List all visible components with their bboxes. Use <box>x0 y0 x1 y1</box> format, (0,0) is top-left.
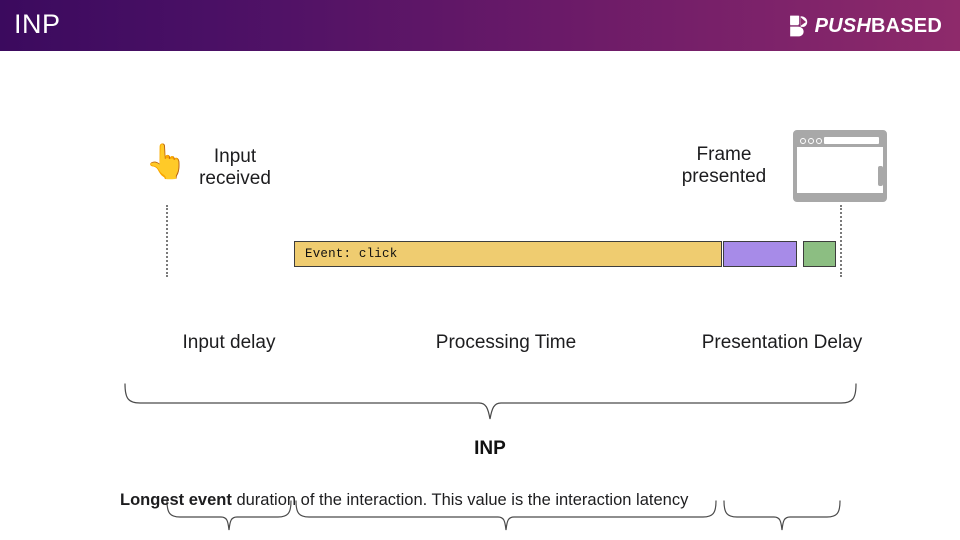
caption-bold: Longest event <box>120 491 232 509</box>
window-dot-close-icon <box>800 137 806 144</box>
frame-presented-label: Frame presented <box>681 144 767 188</box>
paint-bar <box>803 241 836 267</box>
brand-name: PUSHBASED <box>815 16 942 36</box>
diagram-canvas: 👆 Input received Frame presented Event: … <box>0 51 960 540</box>
browser-window-icon <box>793 130 887 202</box>
inp-total-label: INP <box>474 438 506 459</box>
render-bar <box>723 241 797 267</box>
phase-label-processing-time: Processing Time <box>435 332 577 353</box>
window-dot-maximize-icon <box>816 137 822 144</box>
brand-name-based: BASED <box>870 14 942 37</box>
caption-rest: duration of the interaction. This value … <box>231 491 689 509</box>
event-bar-label: Event: click <box>305 247 398 261</box>
page-title: INP <box>14 9 61 39</box>
phase-braces <box>166 500 841 531</box>
pushbased-logo-icon <box>789 15 808 37</box>
inp-total-brace <box>124 383 857 420</box>
caption-text: Longest event duration of the interactio… <box>120 490 920 511</box>
phase-label-input-delay: Input delay <box>182 332 276 353</box>
phase-label-presentation-delay: Presentation Delay <box>701 332 863 353</box>
frame-connector-dotted-line <box>840 205 842 277</box>
brand-logo: PUSHBASED <box>789 15 944 37</box>
brand-name-push: PUSH <box>814 14 871 37</box>
event-bar: Event: click <box>294 241 722 267</box>
input-connector-dotted-line <box>166 205 168 277</box>
browser-bottom-edge <box>797 193 883 198</box>
browser-scrollbar <box>878 166 883 186</box>
browser-url-bar <box>824 137 879 144</box>
window-dot-minimize-icon <box>808 137 814 144</box>
page-header: INP PUSHBASED <box>0 0 960 51</box>
input-received-label: Input received <box>199 146 271 190</box>
pointing-hand-emoji: 👆 <box>145 143 188 181</box>
